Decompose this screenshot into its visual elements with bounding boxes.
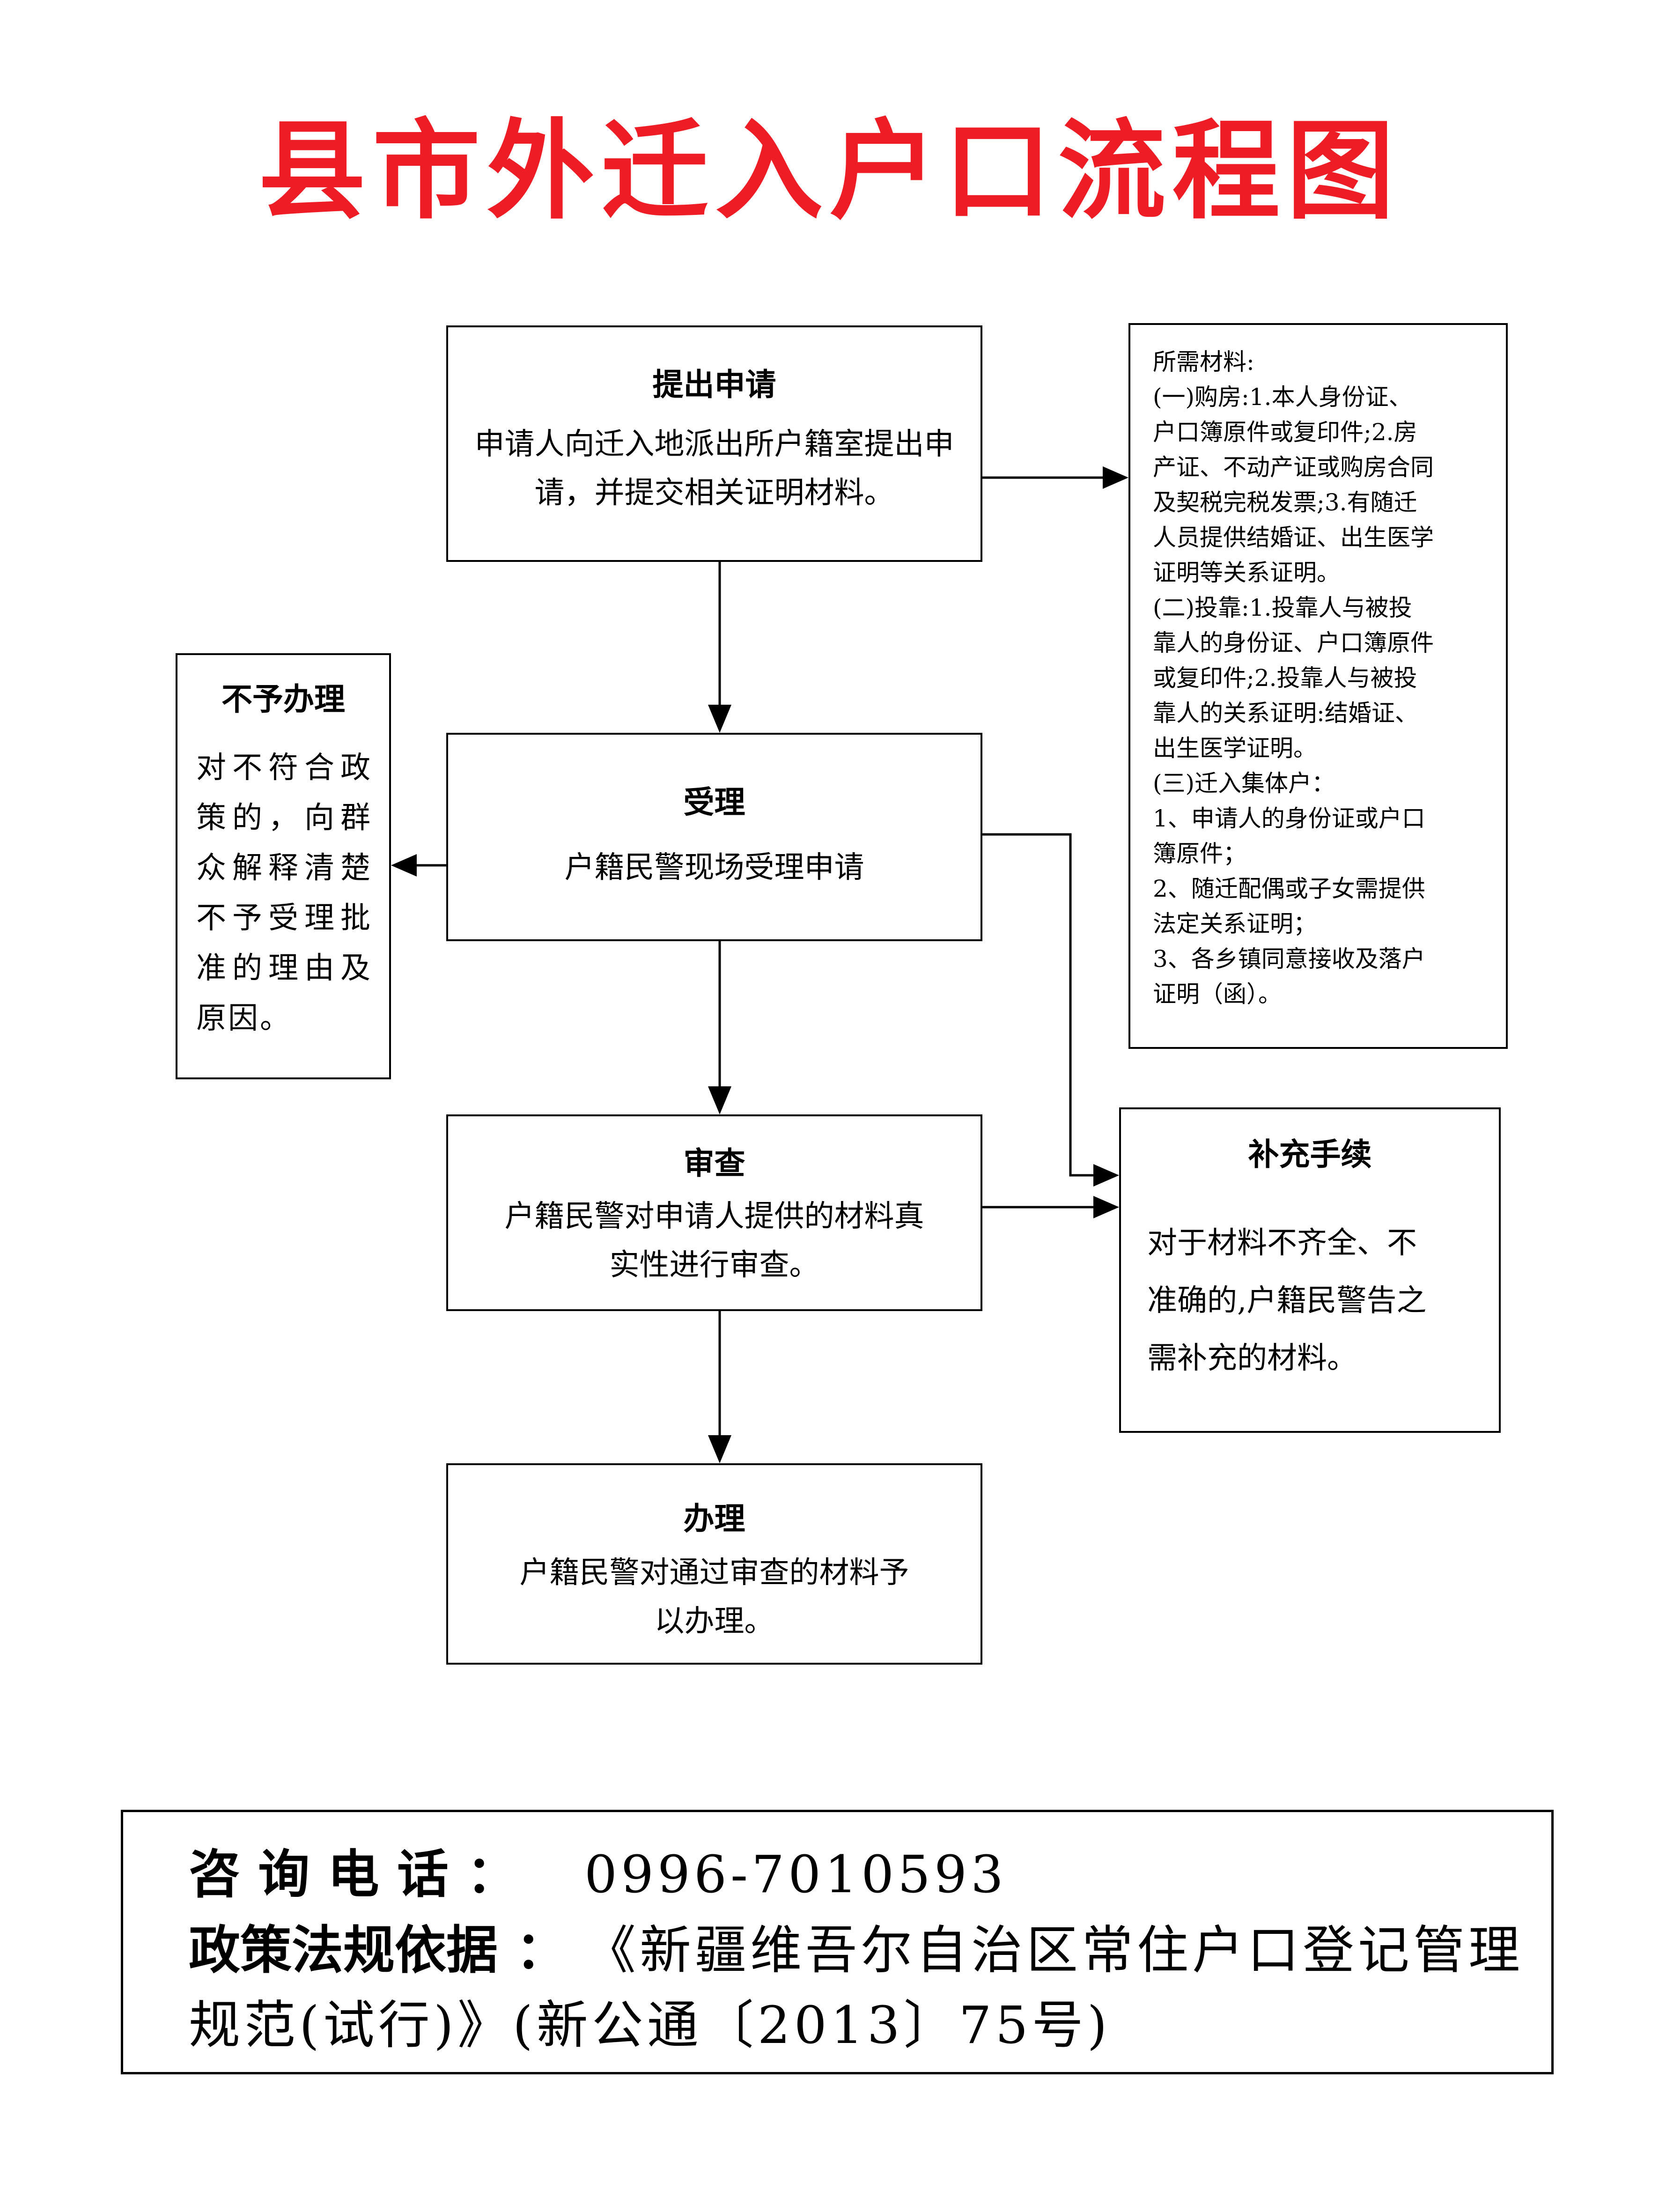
materials-line: 簿原件； <box>1153 840 1246 867</box>
step-apply-line: 请，并提交相关证明材料。 <box>534 476 894 510</box>
step-reject-line: 不予受理批 <box>196 901 372 936</box>
step-apply-body: 申请人向迁入地派出所户籍室提出申 请，并提交相关证明材料。 <box>448 420 981 517</box>
step-process-title: 办理 <box>683 1501 745 1537</box>
step-supplement-line: 对于材料不齐全、不 <box>1147 1226 1417 1261</box>
policy-text-line2: 规范(试行)》(新公通〔2013〕75号) <box>189 1995 1111 2055</box>
phone-row: 咨 询 电 话 ：0996-7010593 <box>189 1849 1007 1900</box>
step-apply-title: 提出申请 <box>652 367 776 403</box>
materials-line: 户口簿原件或复印件;2.房 <box>1153 419 1417 446</box>
materials-box: 所需材料: (一)购房:1.本人身份证、 户口簿原件或复印件;2.房 产证、不动… <box>1128 323 1508 1049</box>
policy-text-line1: 《新疆维吾尔自治区常住户口登记管理 <box>584 1920 1524 1980</box>
step-review-line: 实性进行审查。 <box>609 1248 819 1283</box>
step-supplement-title: 补充手续 <box>1248 1136 1372 1172</box>
step-process-box: 办理 户籍民警对通过审查的材料予 以办理。 <box>446 1463 982 1665</box>
materials-line: 出生医学证明。 <box>1153 735 1317 762</box>
arrowhead-process <box>708 1435 731 1463</box>
materials-line: (一)购房:1.本人身份证、 <box>1153 383 1412 411</box>
step-review-title: 审查 <box>683 1145 745 1181</box>
step-reject-box: 不予办理 对不符合政 策的，向群 众解释清楚 不予受理批 准的理由及 原因。 <box>176 653 391 1079</box>
arrowhead-supplement-review <box>1093 1196 1119 1218</box>
materials-line: 靠人的关系证明:结婚证、 <box>1153 700 1418 727</box>
materials-line: 3、各乡镇同意接收及落户 <box>1153 945 1425 973</box>
step-reject-line: 原因。 <box>196 1001 292 1036</box>
step-reject-line: 策的，向群 <box>196 801 372 835</box>
materials-line: 人员提供结婚证、出生医学 <box>1153 524 1434 551</box>
page-title: 县市外迁入户口流程图 <box>258 108 1401 234</box>
step-apply-box: 提出申请 申请人向迁入地派出所户籍室提出申 请，并提交相关证明材料。 <box>446 325 982 562</box>
step-accept-body: 户籍民警现场受理申请 <box>448 843 981 892</box>
materials-line: 靠人的身份证、户口簿原件 <box>1153 629 1434 656</box>
step-accept-title: 受理 <box>683 784 745 820</box>
materials-line: (三)迁入集体户： <box>1153 770 1335 797</box>
step-accept-box: 受理 户籍民警现场受理申请 <box>446 733 982 941</box>
arrowhead-accept <box>708 705 731 733</box>
step-supplement-box: 补充手续 对于材料不齐全、不 准确的,户籍民警告之 需补充的材料。 <box>1119 1107 1501 1433</box>
materials-line: 1、申请人的身份证或户口 <box>1153 805 1425 832</box>
arrowhead-review <box>708 1086 731 1114</box>
arrowhead-reject <box>391 854 417 877</box>
step-process-line: 以办理。 <box>654 1604 774 1639</box>
step-supplement-line: 需补充的材料。 <box>1147 1341 1357 1376</box>
materials-line: 产证、不动产证或购房合同 <box>1153 454 1434 481</box>
arrowhead-materials <box>1103 466 1128 489</box>
contact-footer: 咨 询 电 话 ：0996-7010593 政策法规依据 ：《新疆维吾尔自治区常… <box>121 1810 1554 2074</box>
step-reject-body: 对不符合政 策的，向群 众解释清楚 不予受理批 准的理由及 原因。 <box>196 743 372 1044</box>
step-reject-line: 准的理由及 <box>196 951 372 986</box>
step-review-box: 审查 户籍民警对申请人提供的材料真 实性进行审查。 <box>446 1114 982 1311</box>
step-review-line: 户籍民警对申请人提供的材料真 <box>504 1199 924 1234</box>
step-process-body: 户籍民警对通过审查的材料予 以办理。 <box>448 1548 981 1646</box>
arrowhead-supplement-accept <box>1093 1164 1119 1187</box>
policy-row-continued: 规范(试行)》(新公通〔2013〕75号) <box>189 1999 1111 2051</box>
step-reject-title: 不予办理 <box>221 681 345 717</box>
materials-line: 证明等关系证明。 <box>1153 559 1340 586</box>
step-reject-line: 众解释清楚 <box>196 851 372 885</box>
materials-list: 所需材料: (一)购房:1.本人身份证、 户口簿原件或复印件;2.房 产证、不动… <box>1153 345 1489 1012</box>
step-process-line: 户籍民警对通过审查的材料予 <box>519 1556 909 1590</box>
materials-line: (二)投靠:1.投靠人与被投 <box>1153 594 1412 621</box>
step-supplement-line: 准确的,户籍民警告之 <box>1147 1283 1427 1318</box>
step-review-body: 户籍民警对申请人提供的材料真 实性进行审查。 <box>448 1192 981 1290</box>
arrow-accept-to-supplement <box>982 833 1098 1177</box>
step-reject-line: 对不符合政 <box>196 751 372 785</box>
materials-line: 2、随迁配偶或子女需提供 <box>1153 875 1425 902</box>
step-apply-line: 申请人向迁入地派出所户籍室提出申 <box>474 427 954 462</box>
materials-line: 或复印件;2.投靠人与被投 <box>1153 664 1417 692</box>
phone-label: 咨 询 电 话 ： <box>189 1844 518 1904</box>
materials-line: 所需材料: <box>1153 348 1254 376</box>
policy-label: 政策法规依据 ： <box>189 1920 568 1980</box>
step-supplement-body: 对于材料不齐全、不 准确的,户籍民警告之 需补充的材料。 <box>1147 1215 1480 1387</box>
phone-number: 0996-7010593 <box>584 1844 1008 1904</box>
materials-line: 证明（函）。 <box>1153 981 1282 1008</box>
materials-line: 法定关系证明； <box>1153 910 1317 937</box>
materials-line: 及契税完税发票;3.有随迁 <box>1153 489 1417 516</box>
step-accept-line: 户籍民警现场受理申请 <box>564 850 864 885</box>
policy-row: 政策法规依据 ：《新疆维吾尔自治区常住户口登记管理 <box>189 1924 1524 1976</box>
